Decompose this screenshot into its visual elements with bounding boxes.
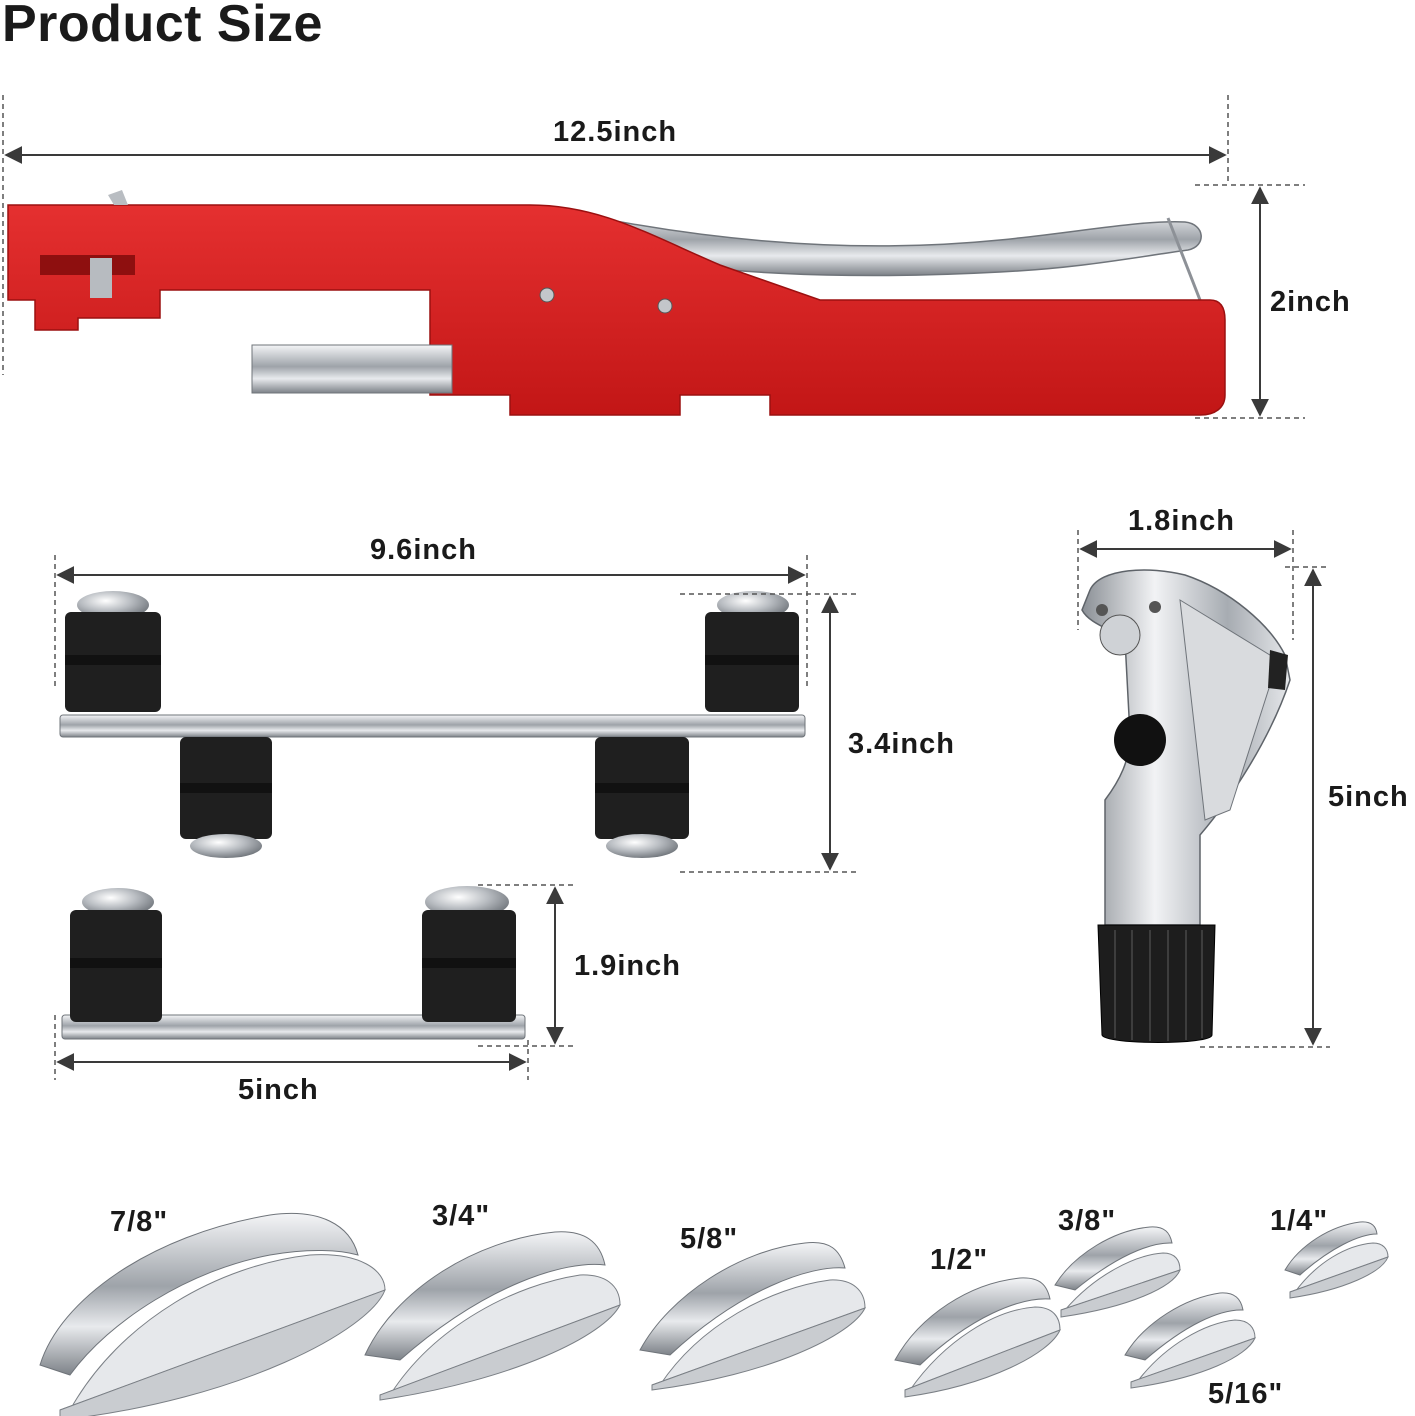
cutter-width-label: 1.8inch	[1128, 505, 1235, 537]
cutter-height-label: 5inch	[1328, 781, 1409, 813]
shoe-1-4	[1284, 1221, 1389, 1299]
shoe-size-label: 3/4"	[432, 1200, 491, 1232]
shoe-size-label: 5/8"	[680, 1223, 739, 1255]
shoe-5-8	[639, 1241, 866, 1391]
bender-chrome-handle	[557, 208, 1202, 277]
short-bar-length-label: 5inch	[238, 1074, 319, 1106]
long-bar-length-label: 9.6inch	[370, 534, 477, 566]
shoe-size-label: 1/4"	[1270, 1205, 1329, 1237]
bender-height-label: 2inch	[1270, 286, 1351, 318]
bender-slide-bar	[251, 344, 453, 394]
tube-bender	[2, 95, 1305, 419]
shoe-3-8	[1054, 1226, 1181, 1318]
shoe-5-16	[1124, 1292, 1256, 1389]
shoe-size-label: 3/8"	[1058, 1205, 1117, 1237]
shoe-size-label: 1/2"	[930, 1244, 989, 1276]
tube-cutter	[1077, 530, 1330, 1048]
shoe-7-8	[39, 1212, 386, 1416]
shoe-size-label: 5/16"	[1208, 1378, 1284, 1410]
long-bar-height-label: 3.4inch	[848, 728, 955, 760]
bender-red-body	[7, 204, 1226, 416]
short-die-bar	[54, 884, 575, 1080]
page-title: Product Size	[2, 0, 323, 53]
shoe-1-2	[894, 1277, 1061, 1398]
bender-length-label: 12.5inch	[553, 116, 678, 148]
shoe-size-label: 7/8"	[110, 1206, 169, 1238]
short-bar-height-label: 1.9inch	[574, 950, 681, 982]
long-die-bar	[54, 555, 860, 873]
bending-shoes	[39, 1212, 1389, 1416]
shoe-3-4	[364, 1231, 622, 1401]
